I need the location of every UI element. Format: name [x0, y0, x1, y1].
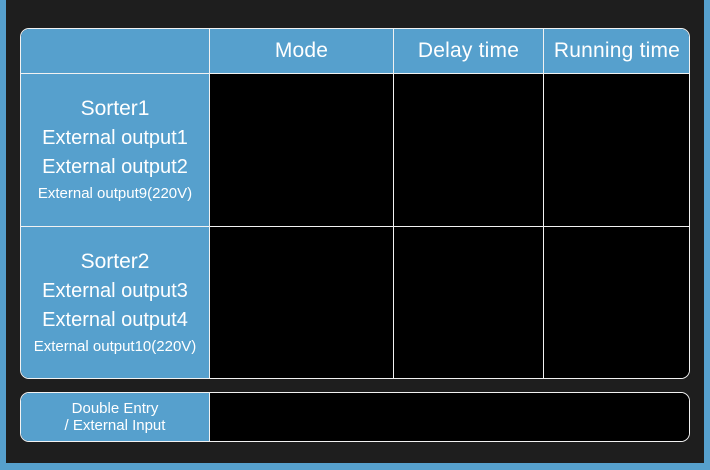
sorter1-label-group: Sorter1 External output1 External output… — [21, 74, 210, 226]
header-corner-cell — [21, 29, 210, 73]
sorter2-external-output3: External output3 — [42, 280, 188, 303]
double-entry-label: Double Entry / External Input — [21, 393, 210, 441]
table-row: Sorter2 External output3 External output… — [21, 227, 689, 378]
table-row: Sorter1 External output1 External output… — [21, 74, 689, 227]
sorter2-external-output10: External output10(220V) — [33, 338, 197, 356]
double-entry-label-line2: / External Input — [64, 417, 166, 434]
sorter2-label-group: Sorter2 External output3 External output… — [21, 227, 210, 378]
double-entry-value[interactable] — [210, 393, 689, 441]
sorter1-mode-value[interactable] — [210, 74, 394, 226]
table-header-row: Mode Delay time Running time — [21, 29, 689, 74]
double-entry-external-input-bar: Double Entry / External Input — [20, 392, 690, 442]
input-bar-row: Double Entry / External Input — [21, 393, 689, 441]
sorter2-title: Sorter2 — [80, 250, 150, 274]
sorter1-external-output9: External output9(220V) — [37, 185, 193, 203]
output-settings-table: Mode Delay time Running time Sorter1 Ext… — [20, 28, 690, 379]
sorter1-title: Sorter1 — [80, 97, 150, 121]
header-delay-time: Delay time — [394, 29, 544, 73]
sorter1-running-time-value[interactable] — [544, 74, 689, 226]
sorter1-external-output1: External output1 — [42, 127, 188, 150]
window-edge-right — [704, 0, 710, 470]
sorter2-delay-time-value[interactable] — [394, 227, 544, 378]
sorter1-delay-time-value[interactable] — [394, 74, 544, 226]
sorter2-running-time-value[interactable] — [544, 227, 689, 378]
sorter2-external-output4: External output4 — [42, 309, 188, 332]
window-edge-left — [0, 0, 6, 470]
header-running-time: Running time — [544, 29, 689, 73]
double-entry-label-line1: Double Entry — [71, 399, 159, 417]
sorter1-external-output2: External output2 — [42, 156, 188, 179]
header-mode: Mode — [210, 29, 394, 73]
sorter2-mode-value[interactable] — [210, 227, 394, 378]
window-edge-bottom — [0, 463, 710, 470]
